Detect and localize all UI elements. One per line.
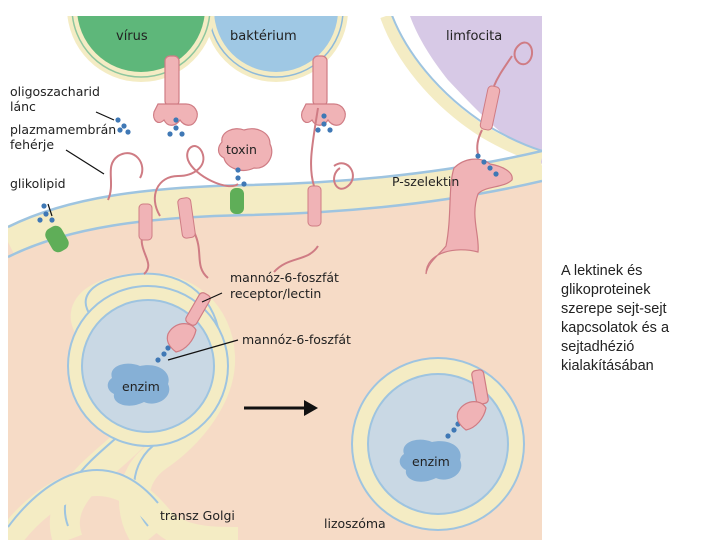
lysosome-receptor-protein <box>456 369 489 431</box>
glycolipid-label: glikolipid <box>10 176 66 191</box>
enzyme-blob-left <box>107 363 170 406</box>
lymphocyte-cell <box>410 16 542 164</box>
lysosome-label: lizoszóma <box>324 516 386 531</box>
enzyme-blob-right <box>399 439 462 482</box>
caption-line: kialakításában <box>561 358 654 374</box>
lectin-diagram: vírus baktérium limfocita oligoszacharid… <box>8 16 542 540</box>
m6p-receptor-label-2: receptor/lectin <box>230 286 321 301</box>
toxin-molecule <box>217 128 273 171</box>
oligosaccharide-label-2: lánc <box>10 99 36 114</box>
caption-line: A lektinek és <box>561 263 643 279</box>
arrow-right-icon <box>244 400 318 416</box>
m6p-receptor-label-1: mannóz-6-foszfát <box>230 270 339 285</box>
membrane-protein-label-1: plazmamembrán <box>10 122 116 137</box>
lymphocyte-glycoprotein <box>476 41 534 155</box>
enzyme-label-right: enzim <box>412 454 450 469</box>
plasma-membrane-protein <box>107 107 354 279</box>
oligosaccharide-chains <box>37 113 499 439</box>
toxin-glycolipid <box>230 188 244 214</box>
caption-line: kapcsolatok és a <box>561 320 670 336</box>
virus-label: vírus <box>116 29 148 44</box>
caption-line: szerepe sejt-sejt <box>561 301 667 317</box>
membrane-protein-label-2: fehérje <box>10 137 54 152</box>
lymphocyte-membrane <box>380 16 542 164</box>
p-selectin-protein <box>425 158 513 275</box>
caption-line: sejtadhézió <box>561 339 635 355</box>
oligosaccharide-label-1: oligoszacharid <box>10 84 100 99</box>
m6p-label: mannóz-6-foszfát <box>242 332 351 347</box>
bacterium-label: baktérium <box>230 29 297 44</box>
golgi-label: transz Golgi <box>160 508 235 523</box>
transmembrane-helices <box>138 185 322 241</box>
caption-line: glikoproteinek <box>561 282 651 298</box>
caption: A lektinek és glikoproteinek szerepe sej… <box>561 262 711 376</box>
lymphocyte-label: limfocita <box>446 29 502 44</box>
glycolipid-molecule <box>45 225 69 253</box>
enzyme-label-left: enzim <box>122 379 160 394</box>
toxin-label: toxin <box>226 142 257 157</box>
selectin-label: P-szelektin <box>392 174 459 189</box>
virus-lectin <box>153 55 198 126</box>
